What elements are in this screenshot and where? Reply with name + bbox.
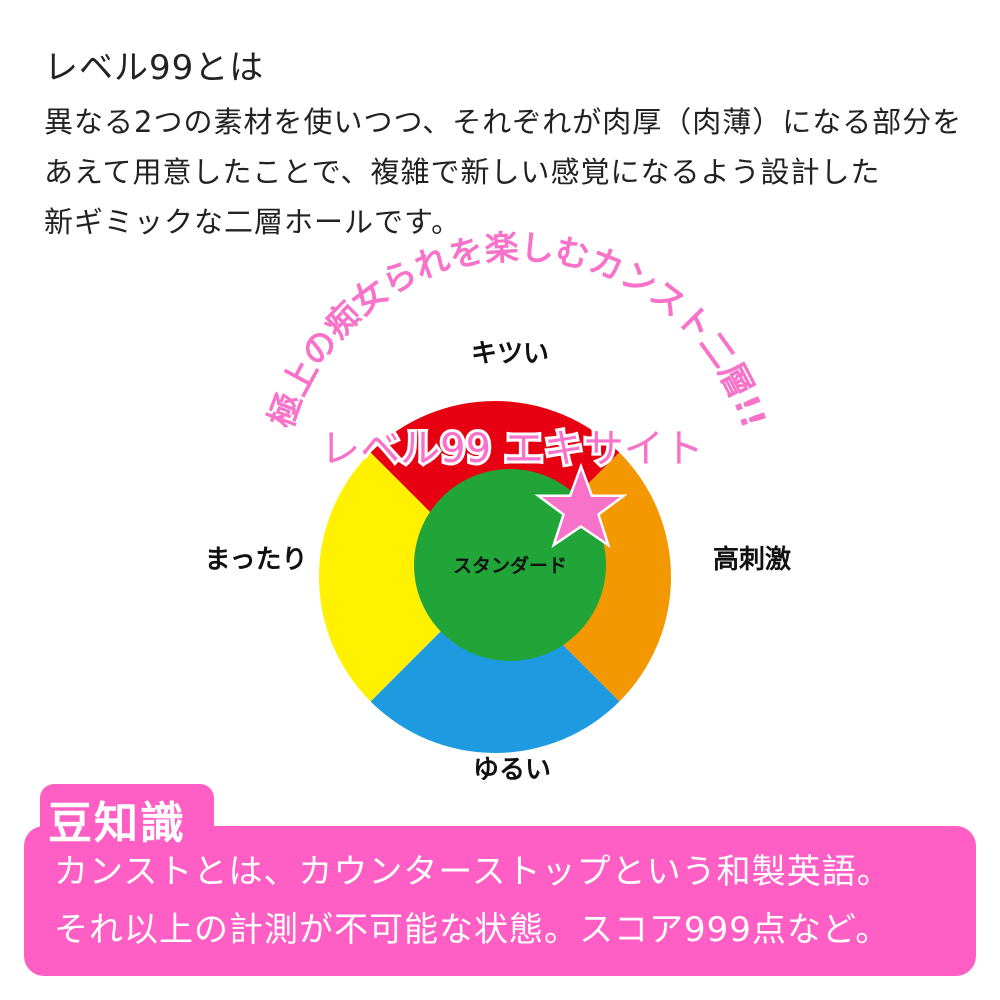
intro-title: レベル99とは bbox=[44, 48, 265, 88]
segment-label-left: まったり bbox=[205, 545, 308, 575]
tip-title: 豆知識 bbox=[48, 798, 186, 849]
product-name: レベル99 エキサイト bbox=[320, 426, 704, 472]
arc-slogan: 極上の痴女られを楽しむカンスト二層!! bbox=[262, 228, 774, 433]
segment-bottom bbox=[370, 577, 620, 753]
star-icon bbox=[534, 462, 628, 549]
tip-line: それ以上の計測が不可能な状態。スコア999点など。 bbox=[54, 910, 891, 950]
tip-box: カンストとは、カウンターストップという和製英語。 それ以上の計測が不可能な状態。… bbox=[24, 826, 976, 976]
center-label: スタンダード bbox=[453, 554, 567, 577]
segment-label-bottom: ゆるい bbox=[473, 755, 551, 785]
segment-left bbox=[319, 452, 495, 702]
segment-label-top: キツい bbox=[471, 339, 549, 369]
tip-line: カンストとは、カウンターストップという和製英語。 bbox=[54, 852, 892, 892]
intro-line: あえて用意したことで、複雑で新しい感覚になるよう設計した bbox=[44, 155, 881, 189]
arc-slogan-text: 極上の痴女られを楽しむカンスト二層!! bbox=[259, 225, 777, 436]
intro-line: 新ギミックな二層ホールです。 bbox=[44, 205, 462, 239]
intro-section: レベル99とは 異なる2つの素材を使いつつ、それぞれが肉厚（肉薄）になる部分を … bbox=[44, 40, 962, 247]
intro-line: 異なる2つの素材を使いつつ、それぞれが肉厚（肉薄）になる部分を bbox=[44, 105, 963, 139]
center-circle bbox=[414, 469, 606, 661]
segment-label-right: 高刺激 bbox=[713, 544, 791, 575]
